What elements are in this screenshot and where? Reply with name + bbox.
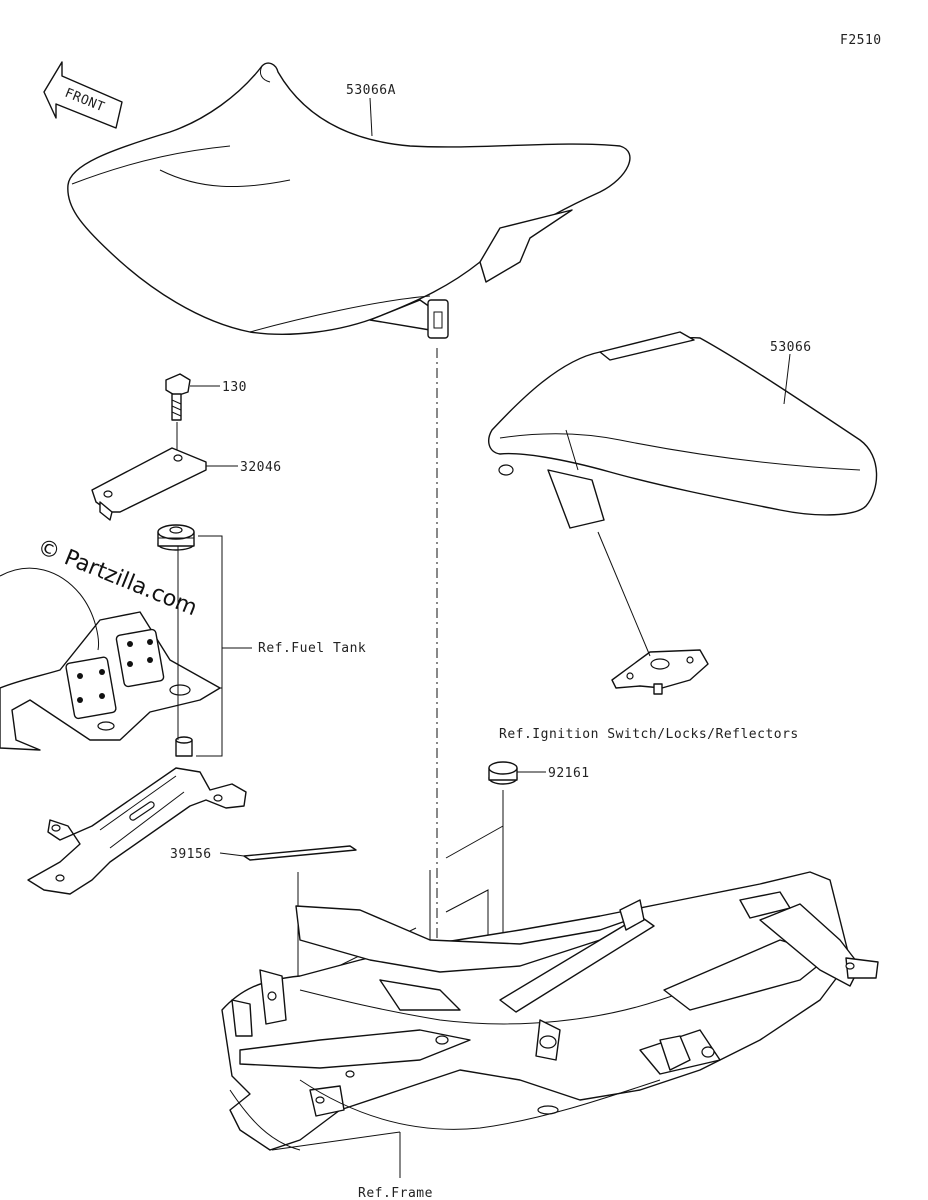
- frame[interactable]: [221, 871, 879, 1151]
- callout-fuel-tank-ref[interactable]: Ref.Fuel Tank: [258, 641, 366, 656]
- callout-53066a[interactable]: 53066A: [346, 83, 396, 98]
- leader-53066a: [369, 97, 373, 137]
- plate-32046[interactable]: [91, 447, 207, 521]
- callout-53066[interactable]: 53066: [770, 340, 812, 355]
- pad-39156[interactable]: [243, 845, 357, 861]
- callout-39156[interactable]: 39156: [170, 847, 212, 862]
- fuel-tank-bracket: [196, 535, 223, 757]
- front-arrow-icon: FRONT: [43, 61, 123, 129]
- leader-39156: [219, 852, 245, 857]
- lock-bracket[interactable]: [611, 649, 709, 695]
- callout-ignition-ref[interactable]: Ref.Ignition Switch/Locks/Reflectors: [499, 727, 799, 742]
- mounting-stay[interactable]: [27, 767, 247, 895]
- rubber-mount[interactable]: [175, 736, 193, 757]
- callout-32046[interactable]: 32046: [240, 460, 282, 475]
- callout-130[interactable]: 130: [222, 380, 247, 395]
- fuel-tank[interactable]: [0, 567, 221, 751]
- cap-92161[interactable]: [488, 761, 518, 785]
- bolt-130[interactable]: [165, 373, 191, 421]
- front-seat[interactable]: [67, 62, 631, 339]
- leader-53066: [783, 353, 791, 405]
- callout-frame-ref[interactable]: Ref.Frame: [358, 1186, 433, 1200]
- callout-92161[interactable]: 92161: [548, 766, 590, 781]
- leader-lock: [597, 531, 651, 657]
- rear-seat[interactable]: [488, 331, 878, 529]
- figure-code: F2510: [840, 33, 882, 48]
- grommet[interactable]: [157, 524, 195, 551]
